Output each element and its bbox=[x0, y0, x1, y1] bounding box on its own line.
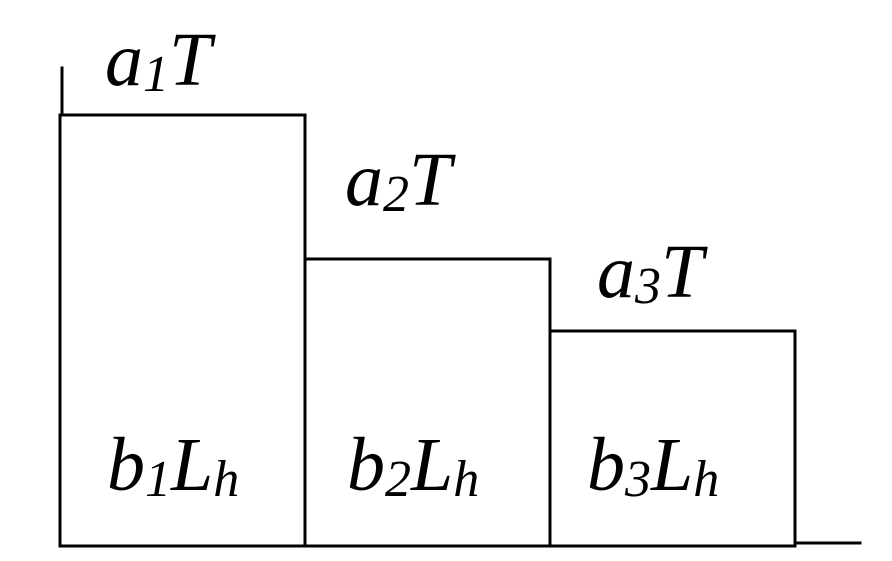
block-3-top-label: a3T bbox=[597, 230, 708, 315]
block-3 bbox=[548, 329, 797, 548]
block-3-inner-label: b3Lh bbox=[587, 423, 719, 508]
block-2-top-label: a2T bbox=[345, 138, 456, 223]
block-2-inner-label: b2Lh bbox=[347, 423, 479, 508]
block-1-top-label: a1T bbox=[105, 18, 216, 103]
block-1-inner-label: b1Lh bbox=[107, 423, 239, 508]
